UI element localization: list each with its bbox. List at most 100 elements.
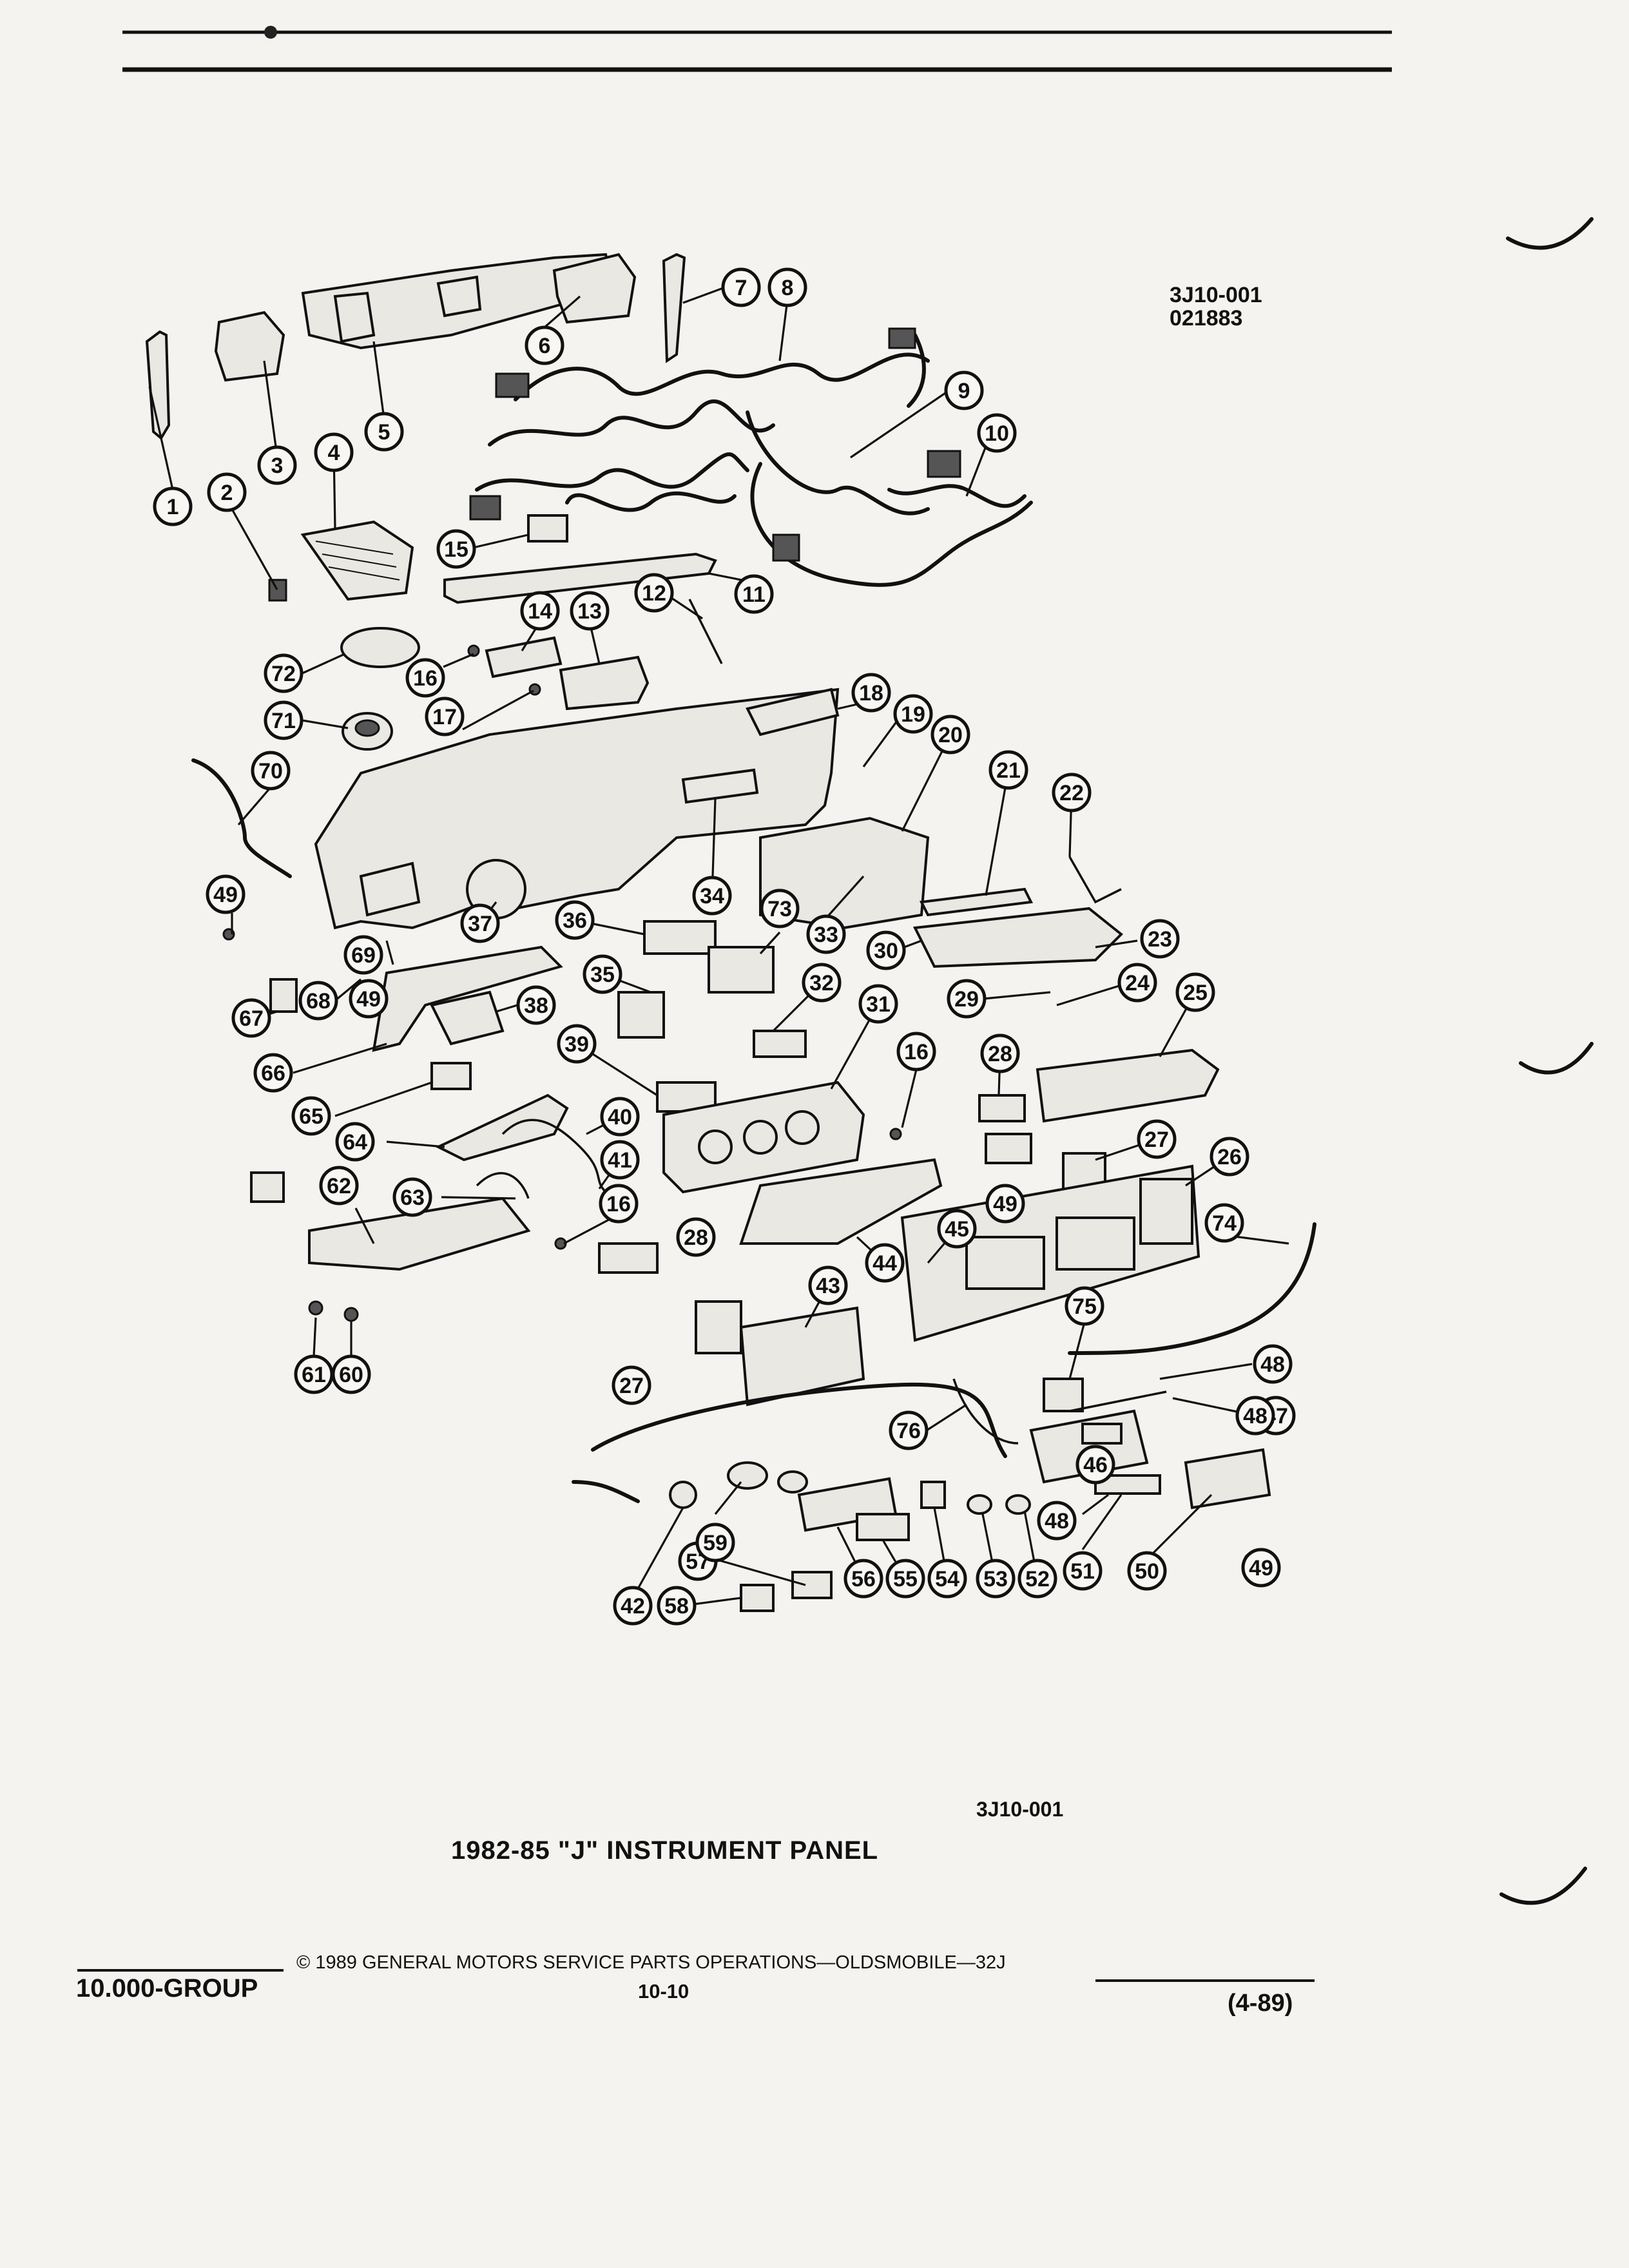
callout-54: 54 <box>927 1559 967 1599</box>
part-5-detail <box>333 291 376 343</box>
callout-label: 49 <box>213 883 238 907</box>
part-75-shape <box>1043 1378 1084 1412</box>
callout-label: 7 <box>735 276 747 300</box>
callout-16: 16 <box>405 658 445 698</box>
part-63-shape <box>476 1171 530 1199</box>
callout-label: 28 <box>684 1225 708 1250</box>
callout-28: 28 <box>676 1217 716 1257</box>
callout-label: 50 <box>1135 1559 1159 1584</box>
callout-41: 41 <box>600 1140 640 1180</box>
callout-59: 59 <box>695 1523 735 1562</box>
part-32-shape <box>753 1030 807 1058</box>
callout-64: 64 <box>335 1122 375 1162</box>
harness-8 <box>907 333 926 408</box>
callout-16: 16 <box>599 1184 639 1224</box>
callout-55: 55 <box>885 1559 925 1599</box>
figure-code-line1: 3J10-001 <box>1170 283 1262 307</box>
callout-label: 16 <box>904 1040 929 1064</box>
callout-label: 61 <box>302 1363 326 1387</box>
part-35-shape <box>617 991 665 1039</box>
callout-69: 69 <box>343 935 383 975</box>
callout-label: 76 <box>896 1419 921 1443</box>
harness-main <box>514 352 930 401</box>
callout-25: 25 <box>1175 972 1215 1012</box>
part-57-shape <box>791 1571 833 1599</box>
footer-rule-left <box>77 1969 284 1972</box>
part-62-shape <box>308 1196 531 1271</box>
part-43-shape <box>739 1306 865 1407</box>
callout-label: 32 <box>809 971 834 995</box>
part-38-shape <box>430 990 505 1046</box>
callout-label: 74 <box>1212 1211 1237 1236</box>
callout-49: 49 <box>349 979 389 1019</box>
callout-label: 4 <box>328 441 340 465</box>
callout-label: 24 <box>1125 971 1150 995</box>
callout-label: 17 <box>432 705 457 729</box>
callout-35: 35 <box>583 954 622 994</box>
footer-page-number: 10-10 <box>638 1980 689 2003</box>
callout-label: 73 <box>767 897 792 921</box>
callout-75: 75 <box>1065 1286 1104 1326</box>
part-22-shape <box>1068 856 1122 904</box>
callout-20: 20 <box>930 715 970 754</box>
callout-7: 7 <box>721 267 761 307</box>
harness-main <box>565 491 737 512</box>
callout-label: 64 <box>343 1130 367 1155</box>
callout-36: 36 <box>555 900 595 940</box>
callout-22: 22 <box>1052 773 1092 812</box>
connector <box>495 372 530 398</box>
callout-label: 56 <box>851 1567 876 1591</box>
punch-mark <box>264 26 277 39</box>
callout-label: 13 <box>577 599 602 624</box>
callout-18: 18 <box>851 673 891 713</box>
callout-68: 68 <box>298 981 338 1021</box>
callout-label: 14 <box>528 599 552 624</box>
callout-label: 52 <box>1025 1567 1050 1591</box>
callout-40: 40 <box>600 1097 640 1137</box>
part-42-shape <box>572 1480 640 1503</box>
part-55-shape <box>856 1513 910 1541</box>
callout-3: 3 <box>257 445 297 485</box>
callout-31: 31 <box>858 984 898 1024</box>
callout-label: 25 <box>1183 981 1208 1005</box>
callout-label: 72 <box>271 662 296 686</box>
callout-label: 8 <box>782 276 794 300</box>
callout-label: 34 <box>700 884 724 908</box>
harness-10 <box>887 484 1027 508</box>
callout-62: 62 <box>319 1166 359 1206</box>
callout-56: 56 <box>843 1559 883 1599</box>
callout-73: 73 <box>760 889 800 928</box>
figure-code-line2: 021883 <box>1170 306 1243 331</box>
callout-52: 52 <box>1017 1559 1057 1599</box>
callout-49: 49 <box>206 874 246 914</box>
part-70-shape <box>191 758 292 878</box>
callout-19: 19 <box>893 694 933 734</box>
callout-67: 67 <box>231 998 271 1038</box>
callout-label: 69 <box>351 943 376 968</box>
callout-44: 44 <box>865 1243 905 1283</box>
callout-63: 63 <box>392 1177 432 1217</box>
callout-label: 54 <box>935 1567 959 1591</box>
callout-label: 11 <box>742 582 766 607</box>
callout-label: 49 <box>993 1192 1017 1216</box>
connector <box>772 533 800 562</box>
callout-label: 16 <box>413 666 438 691</box>
figure-code-top: 3J10-001 021883 <box>1170 284 1262 330</box>
callout-17: 17 <box>425 697 465 736</box>
callout-label: 36 <box>563 908 587 933</box>
callout-24: 24 <box>1117 963 1157 1003</box>
callout-16: 16 <box>896 1032 936 1072</box>
callout-label: 20 <box>938 723 963 747</box>
callout-37: 37 <box>460 903 500 943</box>
callout-label: 1 <box>167 495 179 519</box>
callout-label: 40 <box>608 1105 632 1129</box>
callout-10: 10 <box>977 413 1017 453</box>
callout-51: 51 <box>1063 1551 1103 1591</box>
part-30-shape <box>912 907 1123 968</box>
callout-13: 13 <box>570 591 610 631</box>
part-64-shape <box>435 1093 569 1162</box>
callout-label: 62 <box>327 1174 351 1198</box>
footer-copyright: © 1989 GENERAL MOTORS SERVICE PARTS OPER… <box>296 1952 1006 1973</box>
callout-label: 19 <box>901 702 925 727</box>
